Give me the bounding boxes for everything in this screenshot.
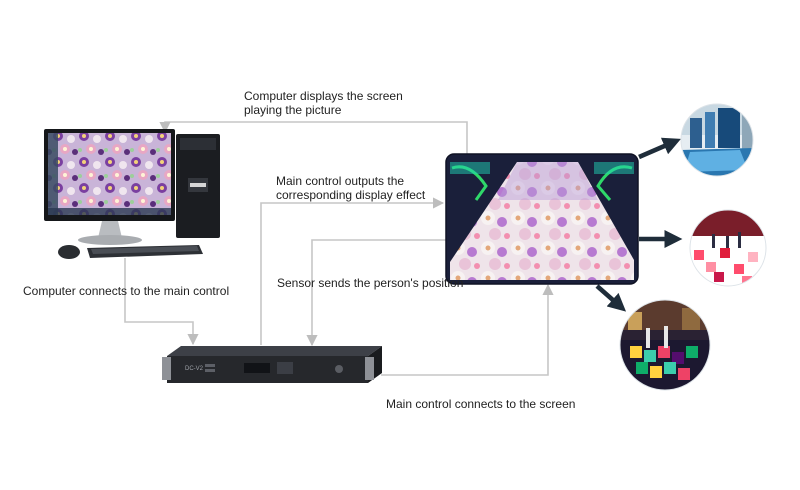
label-computer-connects: Computer connects to the main control [23,284,229,298]
label-main-control-connects: Main control connects to the screen [386,397,575,411]
rack-controller-icon: DC-V2 [162,346,382,383]
controller-model-text: DC-V2 [185,366,204,372]
connector-main-control-to-screen [381,285,548,375]
arrow-to-lobby-scene [639,141,676,157]
label-main-control-outputs-line1: Main control outputs the [276,174,404,188]
label-sensor-sends: Sensor sends the person's position [277,276,463,290]
desktop-computer-icon [44,129,220,259]
label-main-control-outputs-line2: corresponding display effect [276,188,425,202]
connector-main-control-outputs [261,203,443,345]
interactive-floor-screen-image [446,154,638,284]
connector-sensor-sends [312,240,446,345]
mall-scene-image [620,300,710,390]
arrow-to-mall-scene [597,286,622,308]
connector-computer-to-main-control [125,258,193,344]
label-computer-displays-line2: playing the picture [244,103,341,117]
playground-scene-image [690,210,766,286]
label-computer-displays-line1: Computer displays the screen [244,89,403,103]
lobby-scene-image [680,103,755,178]
